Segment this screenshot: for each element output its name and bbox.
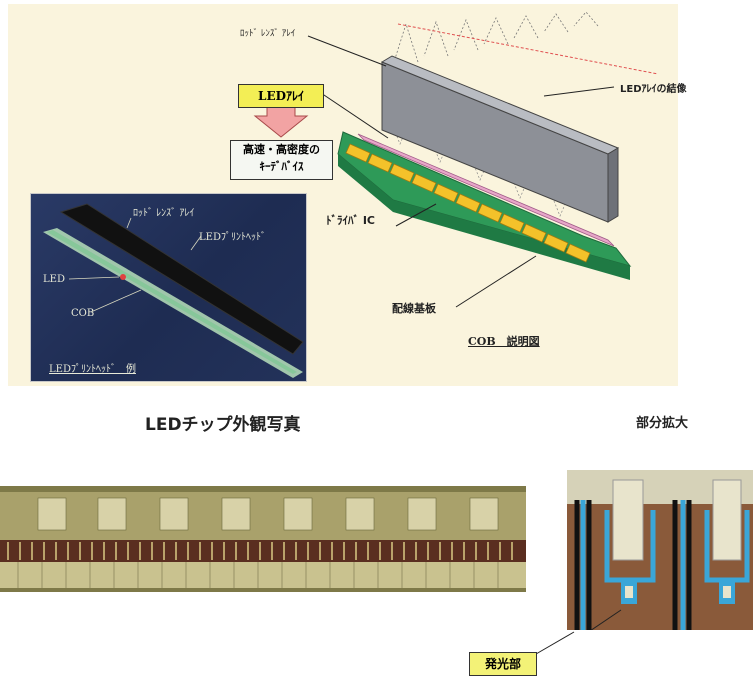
zoom-title: 部分拡大 [636, 416, 689, 431]
leader-lines [307, 35, 615, 308]
photo-rod-lens-label: ﾛｯﾄﾞ ﾚﾝｽﾞ ｱﾚｲ [133, 208, 195, 219]
led-array-image-label: LEDｱﾚｲの結像 [620, 84, 687, 95]
light-cones [393, 11, 599, 63]
callout-line-1: 高速・高密度の [243, 143, 320, 156]
cob-caption: COB 説明図 [468, 335, 540, 348]
zoom-photo [567, 470, 753, 630]
led-chip-photo [0, 486, 526, 592]
callout-line-2: ｷｰﾃﾞﾊﾞｲｽ [259, 160, 304, 173]
cob-diagram-drawing [253, 11, 659, 308]
cob-diagram-panel: ﾛｯﾄﾞ ﾚﾝｽﾞ ｱﾚｲ LEDｱﾚｲの結像 LEDｱﾚｲ 高速・高密度の ｷ… [8, 4, 687, 386]
print-head-photo-drawing [43, 203, 304, 378]
chip-photo-title: LEDチップ外観写真 [145, 415, 301, 435]
callout-box: 高速・高密度の ｷｰﾃﾞﾊﾞｲｽ [230, 140, 333, 180]
photo-print-head-label: LEDﾌﾟﾘﾝﾄﾍｯﾄﾞ [199, 232, 266, 243]
print-head-photo: ﾛｯﾄﾞ ﾚﾝｽﾞ ｱﾚｲ LEDﾌﾟﾘﾝﾄﾍｯﾄﾞ LED COB LEDﾌﾟ… [30, 193, 307, 382]
rod-lens-array-label: ﾛｯﾄﾞ ﾚﾝｽﾞ ｱﾚｲ [240, 29, 296, 39]
driver-ics [345, 143, 591, 263]
wiring-board-label: 配線基板 [392, 302, 436, 315]
photo-led-label: LED [43, 274, 65, 285]
rod-lens-array [380, 55, 620, 223]
led-strip [357, 133, 615, 247]
photo-cob-label: COB [71, 308, 95, 319]
driver-ic-label: ﾄﾞﾗｲﾊﾞ IC [326, 214, 375, 227]
led-array-box: LEDｱﾚｲ [238, 84, 324, 108]
led-chip-photo-drawing [0, 486, 526, 592]
emitter-leader-line [535, 631, 575, 655]
zoom-photo-drawing [567, 470, 753, 630]
photo-caption: LEDﾌﾟﾘﾝﾄﾍｯﾄﾞ 例 [49, 364, 136, 375]
emitter-label: 発光部 [469, 652, 537, 676]
image-line [397, 23, 659, 75]
